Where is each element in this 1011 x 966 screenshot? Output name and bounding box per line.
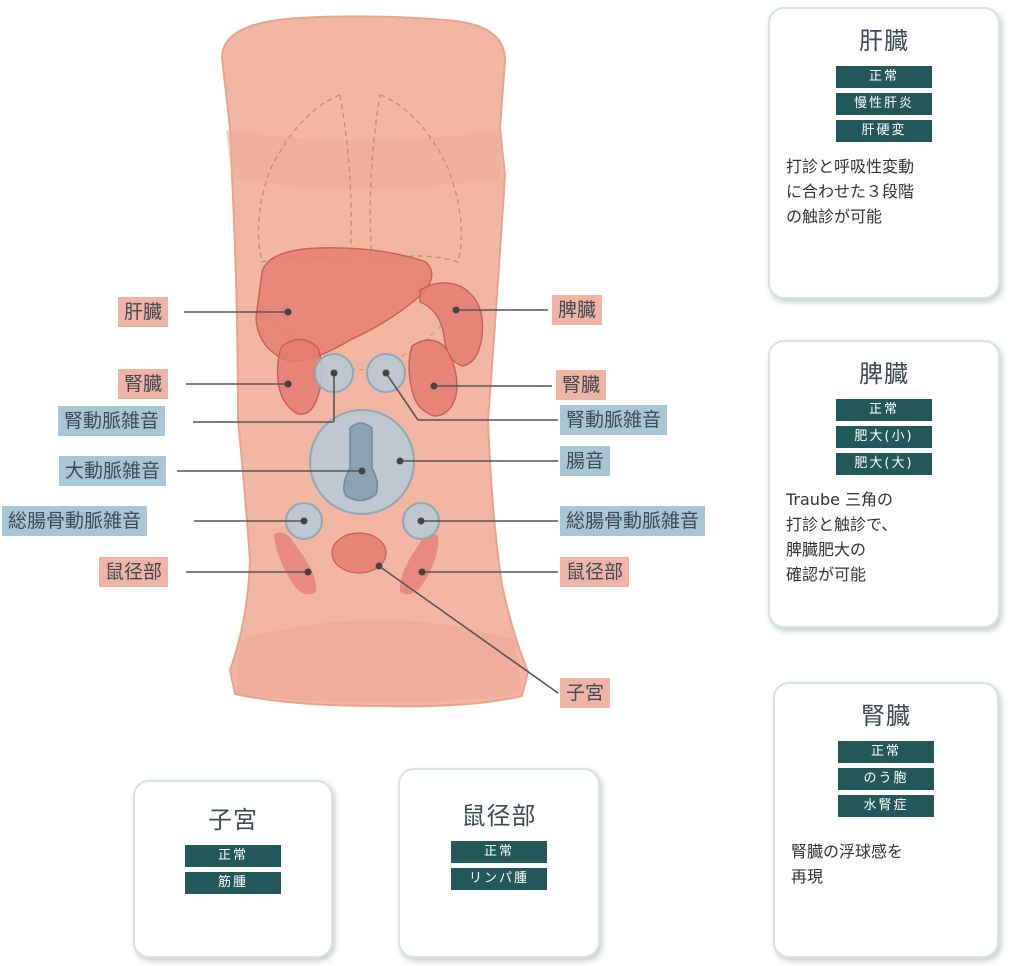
label-kidney-right: 腎臓 (556, 370, 606, 400)
dot-liver (285, 309, 292, 316)
card-liver-description: 打診と呼吸性変動 に合わせた３段階 の触診が可能 (786, 154, 984, 229)
card-kidney-description: 腎臓の浮球感を 再現 (791, 839, 983, 889)
label-kidney-left: 腎臓 (118, 369, 168, 399)
card-uterus-title: 子宮 (135, 800, 331, 835)
dot-iliac-left (301, 518, 308, 525)
status-badge: 慢性肝炎 (836, 93, 932, 115)
card-uterus: 子宮 正常 筋腫 (133, 780, 333, 958)
label-inguinal-left: 鼠径部 (99, 557, 168, 587)
card-kidney: 腎臓 正常 のう胞 水腎症 腎臓の浮球感を 再現 (773, 682, 999, 958)
label-uterus: 子宮 (560, 678, 610, 708)
status-badge: 正常 (838, 741, 934, 763)
status-badge: 正常 (451, 841, 547, 863)
status-badge: 肥大(大) (836, 453, 932, 475)
status-badge: 正常 (836, 399, 932, 421)
card-spleen-description: Traube 三角の 打診と触診で、 脾臓肥大の 確認が可能 (786, 487, 984, 587)
card-inguinal-title: 鼠径部 (400, 796, 598, 831)
label-iliac-bruit-right: 総腸骨動脈雑音 (560, 506, 705, 536)
dot-kidney-left (285, 381, 292, 388)
status-badge: 正常 (836, 66, 932, 88)
hip-shade (236, 620, 522, 703)
card-liver: 肝臓 正常 慢性肝炎 肝硬変 打診と呼吸性変動 に合わせた３段階 の触診が可能 (768, 7, 1000, 299)
status-badge: 正常 (185, 845, 281, 867)
dot-renal-left (331, 370, 338, 377)
card-spleen-title: 脾臓 (770, 354, 998, 389)
card-kidney-statuses: 正常 のう胞 水腎症 (775, 741, 997, 817)
dot-uterus (376, 563, 383, 570)
status-badge: 肝硬変 (836, 120, 932, 142)
dot-bowel (397, 458, 404, 465)
dot-inguinal-left (305, 569, 312, 576)
label-iliac-bruit-left: 総腸骨動脈雑音 (2, 506, 147, 536)
card-inguinal-statuses: 正常 リンパ腫 (400, 841, 598, 890)
label-spleen: 脾臓 (552, 295, 602, 325)
status-badge: 肥大(小) (836, 426, 932, 448)
card-liver-title: 肝臓 (770, 21, 998, 56)
label-renal-bruit-right: 腎動脈雑音 (560, 405, 667, 435)
status-badge: 水腎症 (838, 795, 934, 817)
label-inguinal-right: 鼠径部 (560, 557, 629, 587)
status-badge: のう胞 (838, 768, 934, 790)
label-renal-bruit-left: 腎動脈雑音 (58, 406, 165, 436)
dot-renal-right (383, 370, 390, 377)
dot-aorta (359, 468, 366, 475)
card-inguinal: 鼠径部 正常 リンパ腫 (398, 768, 600, 958)
dot-iliac-right (418, 518, 425, 525)
label-bowel-sounds: 腸音 (560, 446, 610, 476)
dot-inguinal-right (419, 569, 426, 576)
label-liver: 肝臓 (118, 297, 168, 327)
status-badge: リンパ腫 (451, 868, 547, 890)
dot-spleen (453, 307, 460, 314)
label-aortic-bruit: 大動脈雑音 (59, 456, 166, 486)
card-spleen-statuses: 正常 肥大(小) 肥大(大) (770, 399, 998, 475)
status-badge: 筋腫 (185, 872, 281, 894)
card-kidney-title: 腎臓 (775, 696, 997, 731)
card-uterus-statuses: 正常 筋腫 (135, 845, 331, 894)
card-liver-statuses: 正常 慢性肝炎 肝硬変 (770, 66, 998, 142)
card-spleen: 脾臓 正常 肥大(小) 肥大(大) Traube 三角の 打診と触診で、 脾臓肥… (768, 340, 1000, 628)
dot-kidney-right (431, 383, 438, 390)
